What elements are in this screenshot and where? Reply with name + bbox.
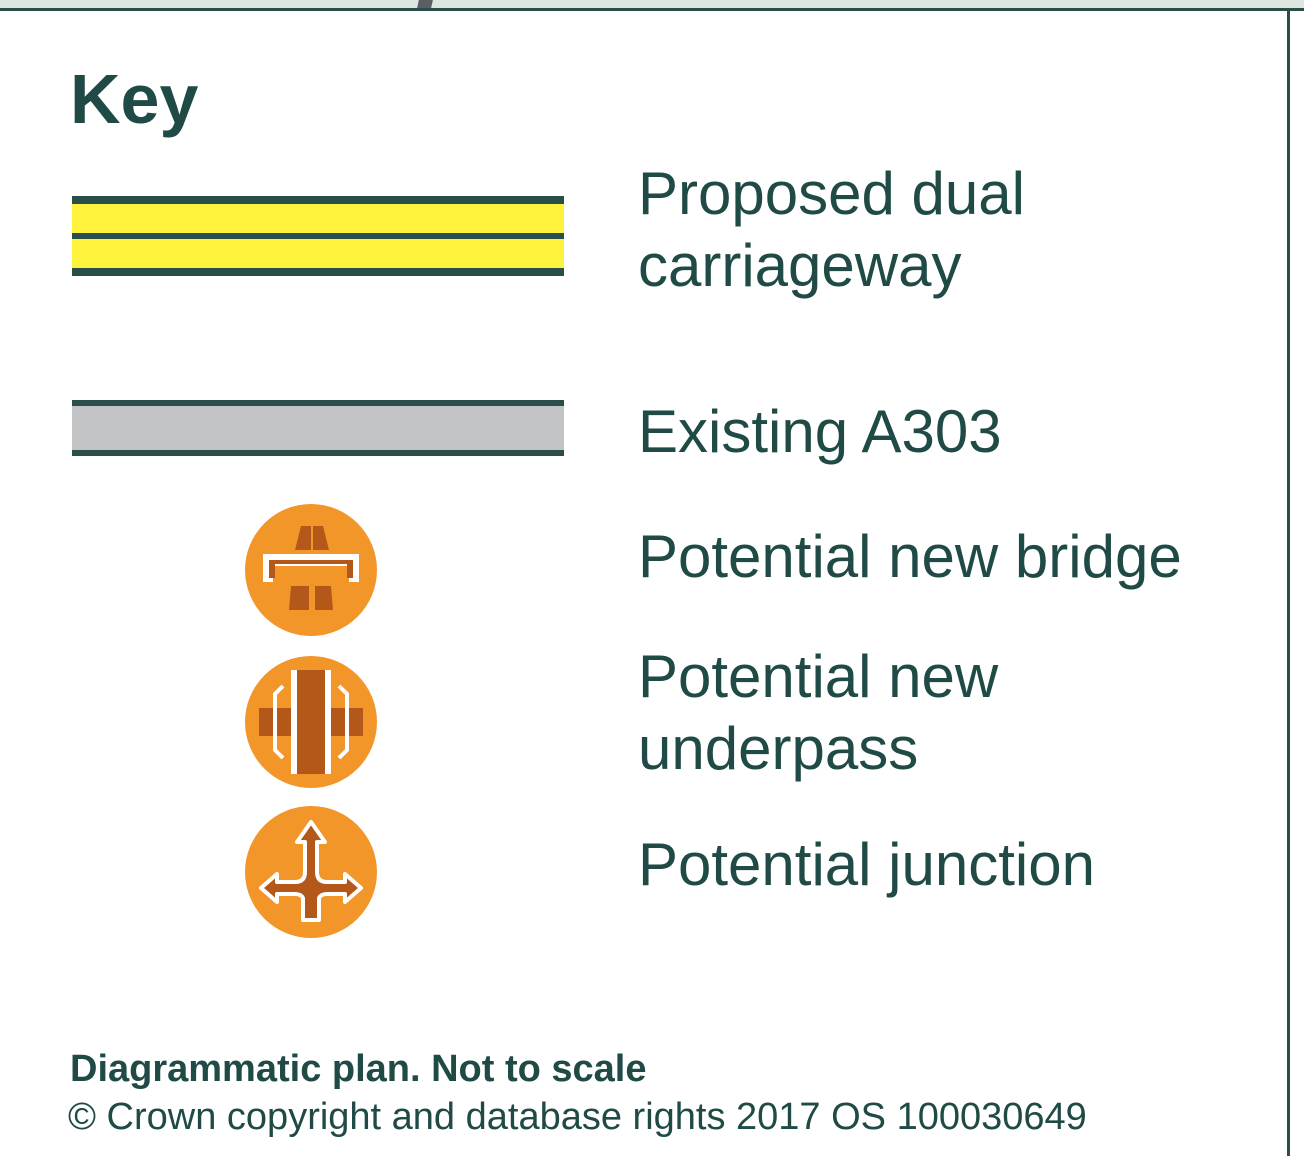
proposed-dual-carriageway-swatch xyxy=(72,196,564,276)
proposed-dual-label-line1: Proposed dual xyxy=(638,160,1025,227)
bridge-label: Potential new bridge xyxy=(638,523,1182,590)
proposed-dual-label: Proposed dual carriageway xyxy=(638,158,1025,302)
existing-a303-label: Existing A303 xyxy=(638,398,1002,465)
underpass-label-line2: underpass xyxy=(638,715,919,782)
copyright-notice: © Crown copyright and database rights 20… xyxy=(68,1096,1087,1138)
existing-a303-swatch xyxy=(72,400,564,456)
proposed-dual-label-line2: carriageway xyxy=(638,232,962,299)
key-panel-border xyxy=(1287,8,1290,1156)
bridge-icon xyxy=(245,504,377,636)
underpass-label-line1: Potential new xyxy=(638,643,999,710)
diagrammatic-note: Diagrammatic plan. Not to scale xyxy=(70,1048,647,1090)
key-title: Key xyxy=(70,60,199,138)
junction-label: Potential junction xyxy=(638,831,1095,898)
underpass-label: Potential new underpass xyxy=(638,641,998,785)
map-edge xyxy=(0,0,1304,11)
junction-icon xyxy=(245,806,377,938)
map-road-fragment xyxy=(417,0,433,8)
underpass-icon xyxy=(245,656,377,788)
